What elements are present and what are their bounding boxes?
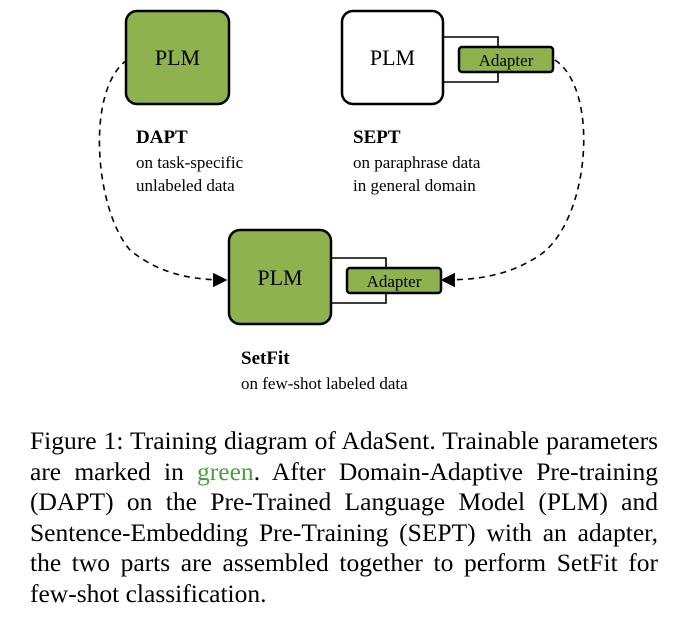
caption-part1: Figure 1: Training diagram of AdaSent. T…: [30, 426, 658, 486]
sept-plm-label: PLM: [370, 45, 415, 70]
training-diagram: PLM DAPT on task-specific unlabeled data…: [98, 9, 585, 393]
figure-caption: Figure 1: Training diagram of AdaSent. T…: [30, 426, 658, 609]
dapt-plm-label: PLM: [155, 45, 200, 70]
sept-desc-line1: on paraphrase data: [353, 153, 481, 172]
dapt-desc-line1: on task-specific: [136, 153, 244, 172]
dapt-desc-line2: unlabeled data: [136, 176, 235, 195]
setfit-adapter-label: Adapter: [367, 272, 422, 291]
dapt-title: DAPT: [136, 127, 188, 148]
setfit-plm-box: PLM: [227, 228, 333, 326]
sept-adapter-label: Adapter: [479, 51, 534, 70]
sept-desc-line2: in general domain: [353, 176, 476, 195]
setfit-adapter-connector: [331, 257, 387, 304]
dapt-to-setfit-arrow: [98, 59, 228, 288]
setfit-title: SetFit: [241, 348, 290, 369]
dapt-plm-box: PLM: [124, 9, 231, 106]
sept-title: SEPT: [353, 127, 401, 148]
setfit-plm-label: PLM: [257, 265, 302, 290]
sept-adapter-connector: [443, 36, 499, 83]
sept-adapter-box: Adapter: [457, 45, 555, 74]
caption-part2: . After Domain-Adaptive Pre-training (DA…: [30, 456, 658, 608]
setfit-desc-line1: on few-shot labeled data: [241, 374, 408, 393]
setfit-adapter-box: Adapter: [345, 266, 443, 295]
caption-green-word: green: [197, 456, 254, 486]
sept-to-setfit-arrow: [440, 59, 585, 288]
sept-plm-box: PLM: [340, 9, 445, 106]
